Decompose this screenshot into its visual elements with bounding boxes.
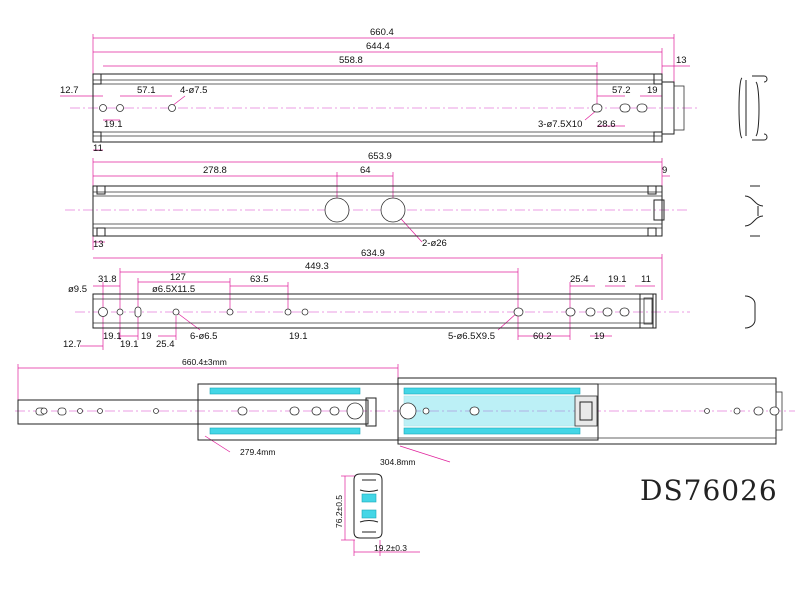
dim-slot-3: ø6.5X11.5 (152, 284, 195, 295)
dim-right-offset: 13 (676, 55, 687, 66)
dim-inner: 644.4 (366, 41, 390, 52)
dim-b19r: 19 (594, 331, 605, 342)
model-number: DS76026 (640, 474, 778, 507)
dim-b127: 12.7 (63, 339, 82, 350)
dim-b191a: 19.1 (103, 331, 122, 342)
dim-end-right: 19 (647, 85, 658, 96)
dim-b254: 25.4 (156, 339, 175, 350)
dim-height: 76.2±0.5 (334, 495, 344, 528)
dim-pitch-left: 57.1 (137, 85, 156, 96)
dim-3048: 304.8mm (380, 457, 415, 467)
dim-r254: 25.4 (570, 274, 589, 285)
view-inner-member: 634.9 449.3 127 63.5 31.8 ø6.5X11.5 ø9.5… (63, 248, 690, 350)
dim-hole-d: ø9.5 (68, 284, 87, 295)
dim-r191: 19.1 (608, 274, 627, 285)
dim-left-edge: 12.7 (60, 85, 79, 96)
dim-b19: 19 (141, 331, 152, 342)
dim-overall-3: 634.9 (361, 248, 385, 259)
dim-holes-left: 4-ø7.5 (180, 85, 207, 96)
dim-r11: 11 (641, 274, 651, 285)
dim-slots-3: 5-ø6.5X9.5 (448, 331, 495, 342)
view-assembly: 660.4±3mm 279.4mm 304.8mm (15, 357, 795, 467)
profile-sections (738, 75, 768, 329)
dim-b191c: 19.1 (289, 331, 308, 342)
dim-right-end-2: 9 (662, 165, 667, 176)
dim-b191b: 19.1 (120, 339, 139, 350)
dim-left-first: 19.1 (104, 119, 123, 130)
dim-width: 19.2±0.3 (374, 543, 407, 553)
dim-63: 63.5 (250, 274, 269, 285)
view-middle-member: 278.8 64 653.9 9 13 2-ø26 (65, 151, 690, 250)
dim-to-hole: 278.8 (203, 165, 227, 176)
dim-127: 127 (170, 272, 186, 283)
dim-span-3: 449.3 (305, 261, 329, 272)
dim-b602: 60.2 (533, 331, 552, 342)
dim-holes-3: 6-ø6.5 (190, 331, 217, 342)
dim-overall: 660.4 (370, 27, 394, 38)
dim-hole-span: 558.8 (339, 55, 363, 66)
dim-slots-right: 3-ø7.5X10 (538, 119, 582, 130)
dim-slot-offset: 28.6 (597, 119, 616, 130)
view-cross-section: 76.2±0.5 19.2±0.3 (334, 473, 420, 556)
dim-hole-pitch: 64 (360, 165, 371, 176)
dim-2794: 279.4mm (240, 447, 275, 457)
dim-overall-2: 653.9 (368, 151, 392, 162)
view-outer-member: 660.4 644.4 558.8 13 12.7 57.1 4-ø7.5 57… (60, 27, 700, 154)
dim-bottom-left: 11 (93, 143, 103, 154)
dim-pitch-right: 57.2 (612, 85, 631, 96)
dim-31: 31.8 (98, 274, 117, 285)
dim-extension: 660.4±3mm (182, 357, 227, 367)
dim-holes-2: 2-ø26 (422, 238, 447, 249)
dim-left-end-2: 13 (93, 239, 104, 250)
